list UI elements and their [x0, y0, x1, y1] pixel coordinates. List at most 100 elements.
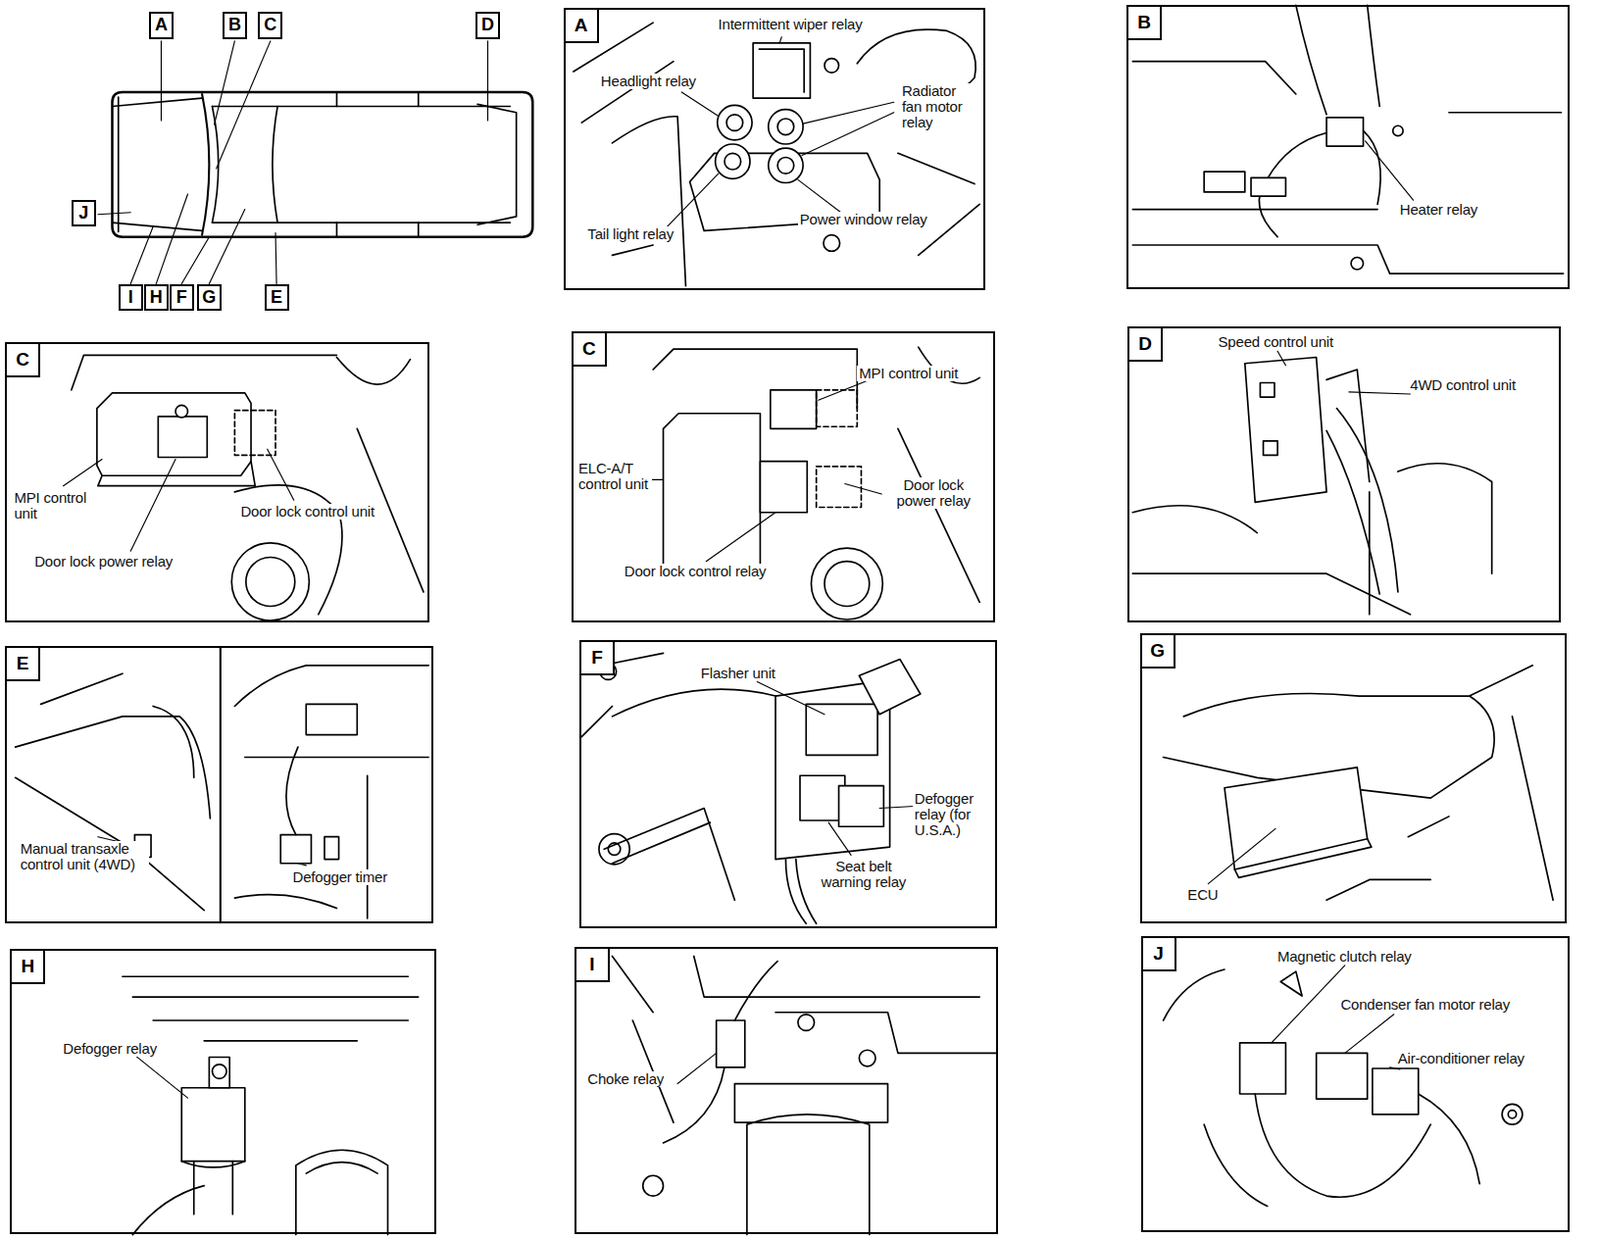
- relay-location-panel: DSpeed control unit4WD control unit: [1127, 326, 1561, 623]
- sketch-line: [801, 112, 895, 156]
- relay-location-panel: BHeater relay: [1126, 4, 1570, 289]
- component-label: ECU: [1185, 887, 1220, 903]
- component-body: [1263, 441, 1279, 456]
- panel-letter: B: [1126, 4, 1162, 41]
- component-label: Manual transaxle control unit (4WD): [18, 841, 150, 873]
- location-letter-box: G: [197, 284, 222, 311]
- sketch-line: [1163, 969, 1303, 1021]
- sketch-line: [1271, 965, 1346, 1044]
- component-round: [777, 157, 795, 175]
- location-letter-box: H: [144, 284, 169, 311]
- sketch-line: [681, 92, 717, 116]
- sketch-line: [818, 379, 870, 400]
- component-round: [810, 548, 883, 620]
- sketch-line: [267, 449, 295, 500]
- sketch-line: [63, 459, 103, 487]
- sketch-line: [1365, 141, 1414, 200]
- relay-location-panel: CMPI control unitELC-A/T control unitDoo…: [571, 331, 996, 623]
- sketch-line: [211, 105, 510, 223]
- sketch-line: [1296, 4, 1380, 114]
- sketch-line: [132, 1186, 204, 1236]
- sketch-line: [234, 665, 429, 919]
- relay-location-panel: EManual transaxle control unit (4WD)Defo…: [4, 646, 434, 924]
- component-round: [724, 152, 742, 170]
- panel-letter: C: [4, 342, 41, 378]
- component-body: [770, 390, 817, 430]
- component-label: Flasher unit: [699, 665, 778, 682]
- location-letter: E: [266, 286, 288, 309]
- component-body: [208, 1057, 230, 1089]
- component-label: Seat belt warning relay: [807, 858, 919, 891]
- component-label: Magnetic clutch relay: [1275, 949, 1414, 965]
- component-body: [324, 837, 340, 860]
- location-letter: D: [477, 13, 499, 37]
- sketch-line: [98, 212, 131, 215]
- component-round: [715, 144, 750, 179]
- sketch-line: [134, 1054, 188, 1099]
- sketch-line: [487, 41, 489, 121]
- component-round: [175, 404, 188, 417]
- component-label: 4WD control unit: [1407, 377, 1518, 394]
- sketch-line: [160, 41, 162, 121]
- component-body: [716, 1020, 746, 1068]
- sketch-line: [756, 681, 825, 714]
- relay-location-panel: G ECU: [1140, 633, 1567, 924]
- panel-letter: G: [1140, 633, 1176, 669]
- panel-letter: J: [1141, 936, 1177, 972]
- sketch-line: [201, 94, 209, 236]
- component-round: [823, 235, 841, 252]
- component-round: [643, 1175, 664, 1197]
- location-letter-box: C: [257, 11, 283, 39]
- component-label: ELC-A/T control unit: [576, 460, 652, 493]
- sketch-line: [663, 173, 719, 231]
- component-round: [607, 843, 620, 855]
- sketch-line: [779, 37, 782, 44]
- component-label: Door lock control relay: [622, 563, 769, 580]
- sketch-line: [181, 1161, 246, 1215]
- component-body: [1250, 177, 1286, 197]
- sketch-line: [130, 459, 176, 552]
- sketch-line: [1277, 350, 1286, 366]
- component-round: [777, 118, 795, 136]
- component-round: [824, 58, 840, 74]
- sketch-line: [1132, 463, 1492, 615]
- sketch-line: [573, 22, 686, 287]
- sketch-line: [858, 659, 920, 715]
- component-round: [1507, 1110, 1516, 1119]
- location-letter-box: F: [169, 284, 195, 311]
- sketch-line: [802, 101, 895, 124]
- sketch-line: [1349, 392, 1410, 395]
- component-round: [1393, 125, 1403, 136]
- component-body: [181, 1088, 246, 1162]
- component-round: [824, 561, 870, 607]
- sketch-line: [705, 512, 776, 562]
- component-label: Choke relay: [585, 1071, 666, 1088]
- component-label: MPI control unit: [856, 365, 960, 382]
- component-body: [1259, 383, 1275, 399]
- location-letter-box: A: [149, 11, 174, 39]
- panel-letter: D: [1127, 326, 1163, 362]
- component-label: Door lock power relay: [32, 553, 175, 570]
- relay-location-panel: CMPI control unitDoor lock control unitD…: [4, 342, 430, 623]
- sketch-line: [1326, 369, 1370, 482]
- sketch-line: [208, 209, 245, 285]
- sketch-line: [130, 226, 153, 284]
- sketch-group: [1277, 350, 1410, 395]
- relay-location-panel: AIntermittent wiper relayHeadlight relay…: [563, 7, 987, 290]
- sketch-group: [15, 4, 1564, 1235]
- location-letter-box: B: [222, 11, 248, 39]
- panel-letter: F: [579, 640, 615, 676]
- sketch-line: [1245, 357, 1327, 503]
- location-letter: J: [73, 201, 95, 225]
- location-letter: H: [146, 286, 167, 309]
- sketch-line: [879, 805, 914, 808]
- sketch-line: [155, 194, 188, 285]
- relay-location-panel: IChoke relay: [574, 947, 999, 1236]
- sketch-line: [296, 1150, 389, 1235]
- sketch-line: [477, 103, 517, 225]
- component-round: [211, 1064, 227, 1080]
- component-body: [157, 416, 207, 458]
- sketch-line: [677, 1052, 717, 1084]
- component-label: Condenser fan motor relay: [1338, 997, 1512, 1013]
